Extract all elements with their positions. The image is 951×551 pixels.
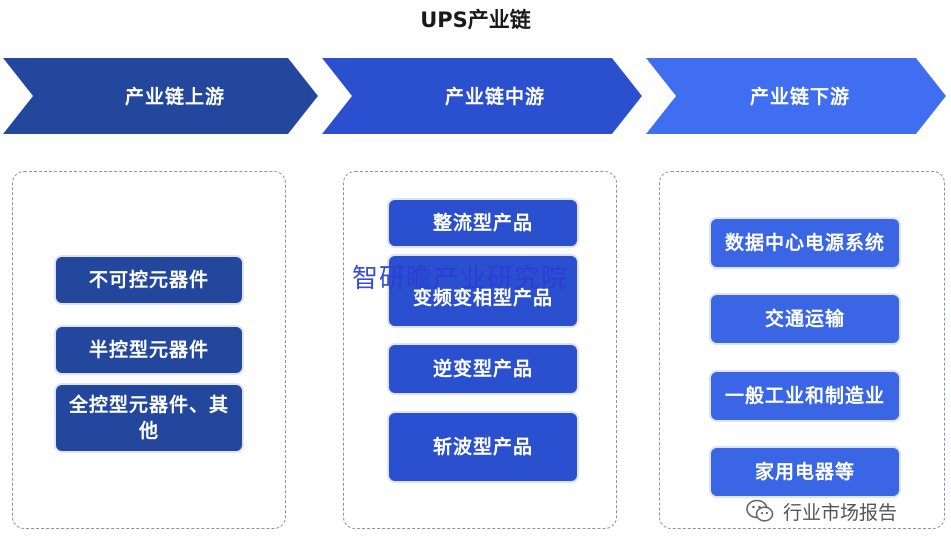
- downstream-item: 家用电器等: [711, 448, 899, 496]
- wechat-icon: [746, 499, 774, 522]
- midstream-item: 变频变相型产品: [389, 256, 577, 326]
- midstream-item: 斩波型产品: [389, 413, 577, 481]
- downstream-item: 交通运输: [711, 295, 899, 343]
- midstream-panel: [343, 171, 617, 529]
- watermark-text: 智研瞻产业研究院: [352, 264, 569, 294]
- downstream-item: 数据中心电源系统: [711, 219, 899, 267]
- midstream-item: 逆变型产品: [389, 345, 577, 393]
- upstream-item: 全控型元器件、其他: [56, 385, 242, 451]
- stage-downstream-label: 产业链下游: [749, 86, 850, 108]
- chevron-midstream: [322, 58, 642, 134]
- stage-chevrons: [3, 58, 946, 134]
- midstream-item: 整流型产品: [389, 200, 577, 246]
- upstream-item: 不可控元器件: [56, 257, 242, 303]
- upstream-item: 半控型元器件: [56, 327, 242, 373]
- stage-midstream-label: 产业链中游: [444, 86, 545, 108]
- footer-source: 行业市场报告: [745, 497, 897, 525]
- stage-upstream-label: 产业链上游: [124, 86, 225, 108]
- diagram-title: UPS产业链: [420, 8, 531, 32]
- chevron-downstream: [646, 58, 946, 134]
- chevron-upstream: [3, 58, 318, 134]
- footer-text: 行业市场报告: [783, 501, 898, 524]
- downstream-item: 一般工业和制造业: [711, 372, 899, 420]
- upstream-panel: [12, 171, 286, 529]
- downstream-panel: [659, 171, 945, 529]
